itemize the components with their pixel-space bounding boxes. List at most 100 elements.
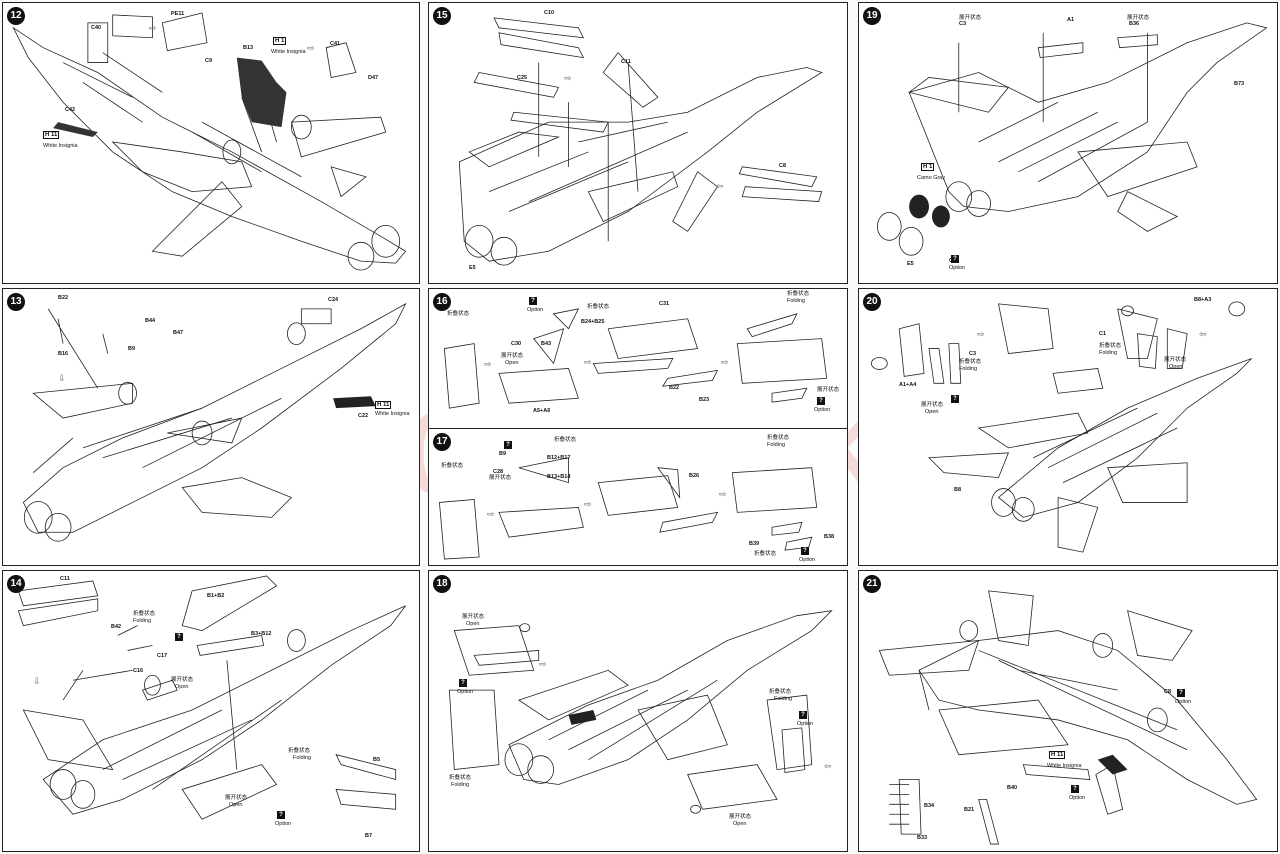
- step-15-panel: 15 C10 C25 C11 C8 E5 ⇨ ⇦: [428, 2, 848, 284]
- part-label: A1+A4: [899, 382, 917, 388]
- part-label: PE11: [171, 11, 185, 17]
- step-16-17-drawing: [439, 308, 828, 560]
- step-number-16: 16: [433, 293, 451, 311]
- folding-label-en: Folding: [1099, 350, 1118, 356]
- step-20-panel: 20 B8+A3 C1 C3 A1+A4 B8 折叠状态 Folding 折叠状…: [858, 288, 1278, 566]
- open-label-en: Open: [175, 684, 189, 690]
- open-label-en: Open: [229, 802, 243, 808]
- option-label: Option: [527, 307, 544, 313]
- part-label: C1: [1099, 331, 1107, 337]
- paint-name: Camo Gray: [917, 175, 946, 181]
- paint-code: H 11: [43, 131, 60, 139]
- option-label: Option: [949, 265, 966, 271]
- open-label-en: Open: [505, 360, 519, 366]
- part-label: C25: [517, 75, 528, 81]
- folding-label-cn: 折叠状态: [767, 435, 790, 441]
- folding-label-en: Folding: [767, 442, 786, 448]
- folding-label-en: Folding: [959, 366, 978, 372]
- folding-label-cn: 折叠状态: [959, 359, 982, 365]
- open-label-cn: 展开状态: [501, 353, 524, 359]
- part-label: B7: [365, 833, 373, 839]
- option-label: Option: [1069, 795, 1086, 801]
- option-icon: ?: [801, 547, 809, 555]
- part-label: B42: [111, 624, 122, 630]
- option-label: Option: [457, 689, 474, 695]
- option-icon: ?: [277, 811, 285, 819]
- part-label: C8: [779, 163, 787, 169]
- option-label: Option: [797, 721, 814, 727]
- part-label: B39: [749, 541, 760, 547]
- part-label: E5: [907, 261, 914, 267]
- open-label-en: Open: [733, 821, 747, 827]
- folding-label-cn: 折叠状态: [754, 551, 777, 557]
- folding-label-en: Folding: [133, 618, 152, 624]
- part-label: A1: [1067, 17, 1075, 23]
- open-label-cn: 展开状态: [959, 15, 982, 21]
- part-label: C31: [659, 301, 670, 307]
- arrow-icon: ⇨: [584, 357, 592, 367]
- option-icon: ?: [951, 255, 959, 263]
- part-label: B9: [128, 346, 136, 352]
- step-18-drawing: [448, 610, 833, 814]
- part-label: B33: [917, 835, 928, 841]
- part-label: C3: [959, 21, 967, 27]
- paint-code: H 11: [1049, 751, 1066, 759]
- part-label: C40: [91, 25, 102, 31]
- part-label: B73: [1234, 81, 1245, 87]
- step-14-drawing: [17, 575, 406, 820]
- paint-name: White Insignia: [271, 49, 306, 55]
- step-21-drawing: [878, 590, 1258, 845]
- arrow-icon: ⇨: [564, 73, 572, 83]
- open-label-cn: 展开状态: [462, 614, 485, 620]
- arrow-icon: ⇦: [716, 181, 724, 191]
- folding-label-cn: 折叠状态: [554, 437, 577, 443]
- step-number-21: 21: [863, 575, 881, 593]
- part-label: D47: [368, 75, 379, 81]
- option-label: Option: [814, 407, 831, 413]
- step-19-panel: 19 C3 A1 B36 C4 E5 B73 展开状态 展开状态 H 1 Cam…: [858, 2, 1278, 284]
- arrow-icon: ⇩: [33, 676, 41, 686]
- step-divider: [429, 428, 847, 429]
- open-label-cn: 展开状态: [817, 387, 840, 393]
- part-label: C17: [157, 653, 168, 659]
- part-label: B38: [824, 534, 835, 540]
- part-label: B3+B12: [251, 631, 272, 637]
- part-label: C8: [1164, 689, 1172, 695]
- step-number-15: 15: [433, 7, 451, 25]
- step-12-drawing: [12, 12, 407, 271]
- arrow-icon: ⇨: [719, 489, 727, 499]
- arrow-icon: ⇨: [584, 499, 592, 509]
- step-12-panel: 12 PE11 C40 C41 B13 C42 C9 D47 H 11 Whit…: [2, 2, 420, 284]
- step-18-panel: 18 展开状态 Open 折叠状态 Folding 折叠状态 Folding 展…: [428, 570, 848, 852]
- arrow-icon: ⇨: [977, 329, 985, 339]
- option-label: Option: [275, 821, 292, 827]
- open-label-en: Open: [1169, 364, 1183, 370]
- paint-name: White Insignia: [1047, 763, 1082, 769]
- open-label-cn: 展开状态: [489, 475, 512, 481]
- folding-label-cn: 折叠状态: [447, 311, 470, 317]
- part-label: A5+A6: [533, 408, 551, 414]
- paint-callout: H 1: [921, 163, 935, 171]
- part-label: B23: [699, 397, 710, 403]
- option-label: Option: [799, 557, 816, 563]
- part-label: B5: [373, 757, 381, 763]
- open-label-en: Open: [466, 621, 480, 627]
- paint-callout: H 11: [1049, 751, 1066, 759]
- part-label: B1+B2: [207, 593, 225, 599]
- folding-label-cn: 折叠状态: [288, 748, 311, 754]
- paint-callout: H 11: [375, 401, 392, 409]
- step-16-17-panel: 16 17 折叠状态 折叠状态 折叠状态 Folding 展开状态 Open 展…: [428, 288, 848, 566]
- part-label: B43: [541, 341, 552, 347]
- arrow-icon: ⇨: [484, 359, 492, 369]
- option-icon: ?: [504, 441, 512, 449]
- paint-callout: H 11: [43, 131, 60, 139]
- step-number-17: 17: [433, 433, 451, 451]
- option-icon: ?: [817, 397, 825, 405]
- part-label: B40: [1007, 785, 1018, 791]
- option-icon: ?: [529, 297, 537, 305]
- step-number-19: 19: [863, 7, 881, 25]
- folding-label-en: Folding: [787, 298, 806, 304]
- folding-label-cn: 折叠状态: [1099, 343, 1122, 349]
- step-21-panel: 21 C8 B34 B21 B40 B33 H 11 White Insigni…: [858, 570, 1278, 852]
